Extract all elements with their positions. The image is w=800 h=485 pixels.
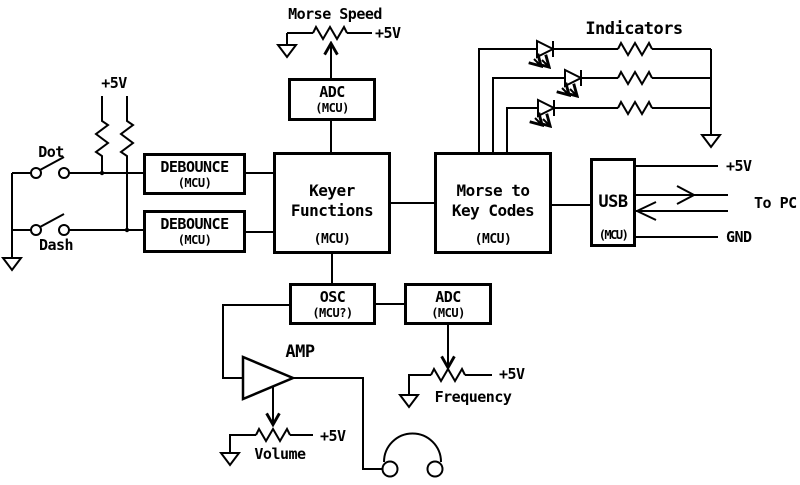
block-subtitle: (MCU) — [177, 175, 212, 190]
pullup-resistors — [94, 96, 135, 230]
amp-triangle — [241, 355, 297, 401]
label-amp: AMP — [285, 342, 315, 362]
block-morse-to-key-codes: Morse to Key Codes (MCU) — [434, 152, 552, 254]
ground-symbol-speed — [276, 33, 298, 59]
volume-potentiometer — [229, 426, 313, 453]
block-usb: USB (MCU) — [590, 158, 636, 247]
label-gnd: GND — [726, 228, 752, 246]
morse-speed-potentiometer — [287, 24, 372, 78]
label-to-pc: To PC — [754, 194, 797, 212]
led-indicator-1 — [534, 39, 711, 66]
block-debounce-2: DEBOUNCE (MCU) — [143, 210, 246, 253]
junction-dot — [99, 170, 105, 176]
block-subtitle: (MCU) — [313, 232, 351, 247]
block-keyer-functions: Keyer Functions (MCU) — [273, 152, 391, 254]
wires-indicator-pins — [478, 48, 565, 152]
label-dash: Dash — [38, 236, 74, 254]
label-volume: Volume — [254, 445, 306, 463]
block-debounce-1: DEBOUNCE (MCU) — [143, 153, 246, 195]
block-title: OSC — [319, 287, 346, 306]
label-plus5v-pullups: +5V — [101, 74, 127, 92]
ground-symbol-indicators — [700, 49, 722, 149]
usb-external-lines — [634, 165, 728, 238]
block-adc-top: ADC (MCU) — [288, 78, 376, 121]
label-dot: Dot — [38, 143, 64, 161]
block-title: Functions — [290, 201, 374, 220]
switch-dash — [12, 213, 143, 236]
frequency-potentiometer — [408, 366, 492, 395]
block-subtitle: (MCU) — [474, 232, 512, 247]
block-title: Morse to — [456, 181, 530, 200]
label-plus5v-volume: +5V — [320, 427, 346, 445]
block-title: DEBOUNCE — [160, 215, 229, 233]
label-morse-speed: Morse Speed — [288, 5, 382, 23]
block-title: Key Codes — [451, 201, 535, 220]
wire-osc-amp — [222, 304, 289, 379]
block-osc: OSC (MCU?) — [289, 283, 376, 325]
switch-dot — [12, 156, 143, 179]
block-title: ADC — [319, 83, 345, 101]
wire-amp-headphones — [293, 377, 382, 470]
wires-debounce-keyer — [245, 172, 273, 233]
label-frequency: Frequency — [434, 388, 512, 406]
junction-dot — [124, 227, 130, 233]
block-title: USB — [598, 192, 628, 212]
label-plus5v-speed: +5V — [375, 24, 401, 42]
block-subtitle: (MCU) — [598, 228, 629, 242]
ground-symbol-paddles — [1, 173, 23, 272]
block-subtitle: (MCU) — [315, 101, 349, 115]
label-plus5v-usb: +5V — [726, 157, 752, 175]
block-title: ADC — [435, 287, 461, 306]
led-indicator-2 — [562, 68, 711, 95]
block-adc-bottom: ADC (MCU) — [404, 283, 492, 325]
ground-symbol-frequency — [398, 394, 420, 409]
block-subtitle: (MCU) — [431, 305, 465, 320]
block-title: DEBOUNCE — [160, 157, 229, 176]
block-title: Keyer — [309, 181, 355, 200]
label-plus5v-frequency: +5V — [499, 365, 525, 383]
label-indicators: Indicators — [585, 19, 683, 39]
headphones — [381, 432, 444, 478]
block-subtitle: (MCU) — [177, 233, 212, 247]
ground-symbol-volume — [219, 452, 241, 467]
block-subtitle: (MCU?) — [312, 305, 353, 320]
led-indicator-3 — [535, 98, 711, 125]
